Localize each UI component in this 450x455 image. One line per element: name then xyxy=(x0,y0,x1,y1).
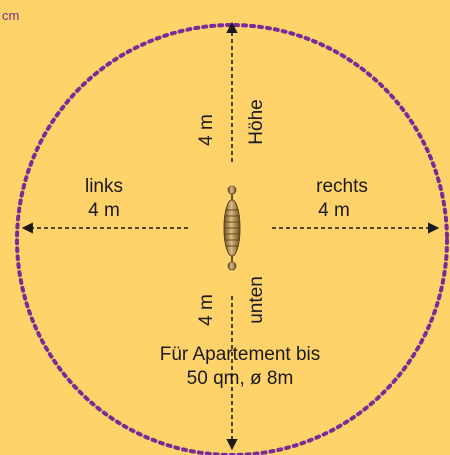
corner-unit-label: cm xyxy=(2,8,19,23)
left-direction-label: links xyxy=(85,176,123,197)
top-distance-label: 4 m xyxy=(196,114,217,146)
bottom-distance-label: 4 m xyxy=(196,294,217,326)
caption-line-2: 50 qm, ø 8m xyxy=(187,368,294,389)
right-direction-label: rechts xyxy=(316,176,368,197)
bottom-direction-label: unten xyxy=(246,276,267,324)
left-distance-label: 4 m xyxy=(88,200,120,221)
caption-line-1: Für Apartement bis xyxy=(160,344,321,365)
right-distance-label: 4 m xyxy=(318,200,350,221)
device-icon xyxy=(223,185,241,271)
top-direction-label: Höhe xyxy=(246,99,267,144)
